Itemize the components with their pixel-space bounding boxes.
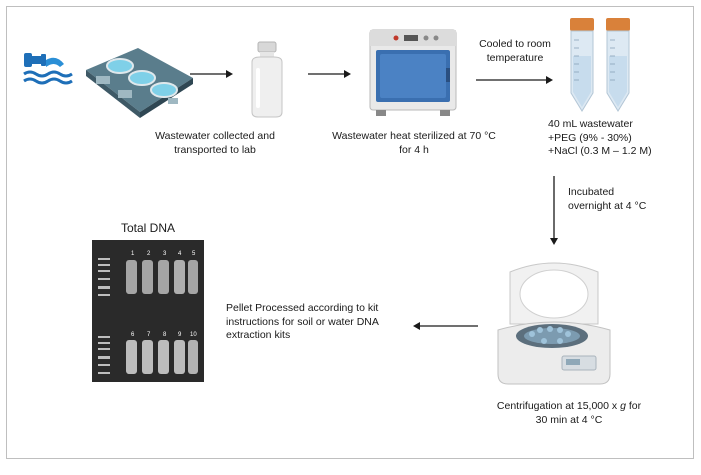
gel-lane-label: 2 [147, 251, 151, 257]
treatment-plant-icon [86, 48, 193, 118]
flow-arrow-2 [308, 70, 351, 78]
centrifuge-text-g: g [620, 400, 626, 412]
dna-gel-image: 1 2 3 4 5 6 7 8 9 10 [92, 240, 204, 382]
collect-label: Wastewater collected and transported to … [150, 130, 280, 157]
process-label-line3: extraction kits [226, 329, 291, 341]
incubate-label-line1: Incubated [568, 186, 615, 198]
centrifuge-text-post: for [625, 400, 642, 412]
gel-lane-label: 10 [190, 332, 197, 338]
cool-label-line2: temperature [486, 51, 544, 64]
centrifuge-icon [497, 262, 611, 385]
conical-tubes-icon [570, 18, 630, 112]
sterilize-label-line1: Wastewater heat sterilized at 70 °C [332, 130, 496, 142]
gel-lane-label: 6 [131, 332, 135, 338]
gel-lane-label: 1 [131, 251, 135, 257]
sterilize-label-line2: for 4 h [399, 143, 429, 156]
mix-label-line2: +PEG (9% - 30%) [548, 131, 632, 144]
gel-lane-label: 7 [147, 332, 151, 338]
gel-lane-label: 3 [163, 251, 167, 257]
sterilize-label: Wastewater heat sterilized at 70 °C for … [326, 130, 502, 157]
process-label-line2: instructions for soil or water DNA [226, 315, 379, 328]
cool-label: Cooled to room temperature [470, 38, 560, 65]
incubate-label: Incubated overnight at 4 °C [568, 186, 678, 213]
gel-lane-label: 8 [163, 332, 167, 338]
centrifuge-text-pre: Centrifugation at 15,000 x [496, 400, 621, 412]
mix-label: 40 mL wastewater +PEG (9% - 30%) +NaCl (… [548, 118, 688, 159]
flow-arrow-down [550, 176, 558, 245]
centrifuge-label-line2: 30 min at 4 °C [535, 413, 603, 426]
flow-arrow-1 [190, 70, 233, 78]
incubate-label-line2: overnight at 4 °C [568, 199, 647, 212]
collect-label-line1: Wastewater collected and [155, 130, 275, 142]
sample-bottle-icon [251, 41, 283, 118]
gel-lane-label: 9 [178, 332, 182, 338]
mix-label-line3: +NaCl (0.3 M – 1.2 M) [548, 145, 652, 157]
flow-arrow-left [413, 322, 478, 330]
collect-label-line2: transported to lab [174, 143, 256, 156]
heat-sterilizer-oven-icon [369, 29, 457, 116]
wastewater-pipe-icon [23, 53, 73, 85]
mix-label-line1: 40 mL wastewater [548, 118, 633, 130]
gel-lane-label: 5 [192, 251, 196, 257]
process-label-line1: Pellet Processed according to kit [226, 302, 379, 314]
process-label: Pellet Processed according to kit instru… [226, 302, 408, 343]
flow-arrow-3 [476, 76, 553, 84]
centrifuge-label: Centrifugation at 15,000 x g for 30 min … [484, 400, 654, 427]
centrifuge-label-line1: Centrifugation at 15,000 x g for [484, 400, 654, 414]
gel-lane-label: 4 [178, 251, 182, 257]
gel-title: Total DNA [120, 221, 176, 235]
cool-label-line1: Cooled to room [479, 38, 551, 50]
